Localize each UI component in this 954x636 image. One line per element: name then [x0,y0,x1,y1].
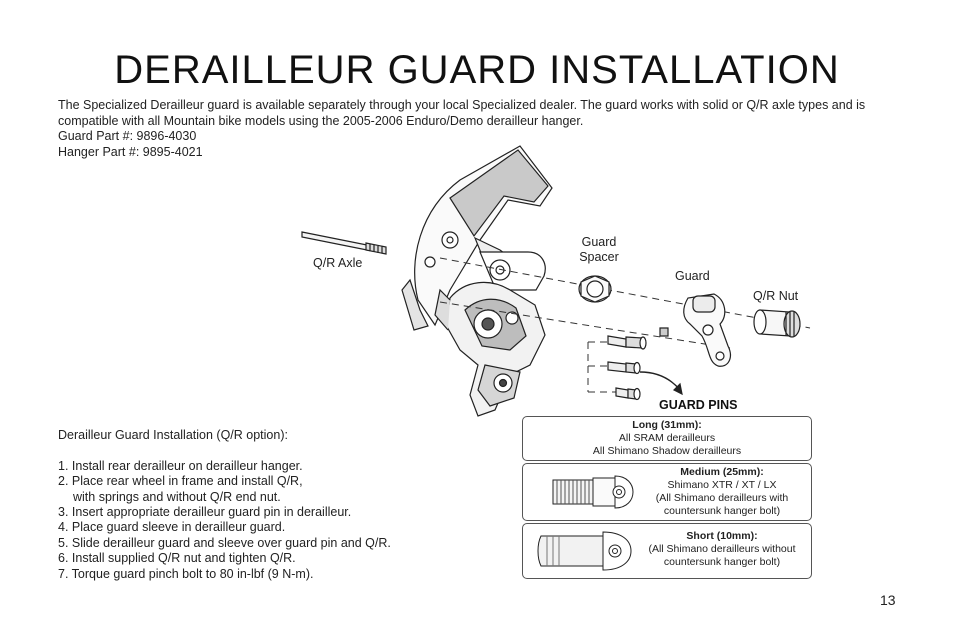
guard-part-number: Guard Part #: 9896-4030 [58,129,197,143]
pin-medium-heading: Medium (25mm): [680,466,764,478]
qr-axle-illustration [301,231,387,255]
pin-box-short: Short (10mm): (All Shimano derailleurs w… [522,523,812,579]
step-7: 7. Torque guard pinch bolt to 80 in-lbf … [58,566,314,581]
pin-long-line1: All SRAM derailleurs [618,432,716,444]
rear-derailleur-illustration [434,281,546,417]
hanger-part-number: Hanger Part #: 9895-4021 [58,144,203,159]
qr-nut-illustration [753,309,801,338]
label-qr-axle: Q/R Axle [313,256,363,270]
pin-box-long: Long (31mm): All SRAM derailleurs All Sh… [522,416,812,461]
pin-short-line1: (All Shimano derailleurs without [648,543,796,555]
label-guard-spacer-line1: Guard [581,235,617,249]
pin-long-line2: All Shimano Shadow derailleurs [592,445,742,457]
guard-illustration [683,293,731,367]
pin-medium-line2: (All Shimano derailleurs with [655,492,789,504]
intro-text: The Specialized Derailleur guard is avai… [58,98,888,160]
page-title: DERAILLEUR GUARD INSTALLATION [114,48,840,92]
step-3: 3. Insert appropriate derailleur guard p… [58,505,352,520]
step-5: 5. Slide derailleur guard and sleeve ove… [58,535,391,550]
pin-long-heading: Long (31mm): [632,419,702,431]
short-pin-icon [537,531,632,571]
guard-spacer-illustration [578,275,612,303]
step-2: 2. Place rear wheel in frame and install… [58,474,303,489]
pin-medium-line1: Shimano XTR / XT / LX [667,479,777,491]
steps-heading: Derailleur Guard Installation (Q/R optio… [58,428,288,442]
label-guard-spacer: Guard Spacer [573,235,625,265]
medium-pin-icon [552,475,634,509]
label-qr-nut: Q/R Nut [753,289,799,303]
label-guard-spacer-line2: Spacer [579,250,619,264]
installation-steps: Derailleur Guard Installation (Q/R optio… [58,428,391,582]
step-1: 1. Install rear derailleur on derailleur… [58,458,303,473]
step-4: 4. Place guard sleeve in derailleur guar… [58,520,286,535]
label-guard-pins: GUARD PINS [659,398,738,412]
hanger-illustration [479,251,546,291]
pin-short-line2: countersunk hanger bolt) [663,556,781,568]
pin-box-medium: Medium (25mm): Shimano XTR / XT / LX (Al… [522,463,812,521]
install-arrow [639,371,683,396]
guard-pins-illustration [607,327,669,401]
step-2-continued: with springs and without Q/R end nut. [73,489,281,504]
pin-medium-line3: countersunk hanger bolt) [663,505,781,517]
label-guard: Guard [675,269,710,283]
exploded-diagram [301,145,811,417]
intro-paragraph: The Specialized Derailleur guard is avai… [58,98,866,128]
pin-short-heading: Short (10mm): [686,530,758,542]
frame-dropout-illustration [401,145,553,331]
page-number: 13 [880,592,896,608]
step-6: 6. Install supplied Q/R nut and tighten … [58,551,296,566]
alignment-lines [439,257,811,393]
